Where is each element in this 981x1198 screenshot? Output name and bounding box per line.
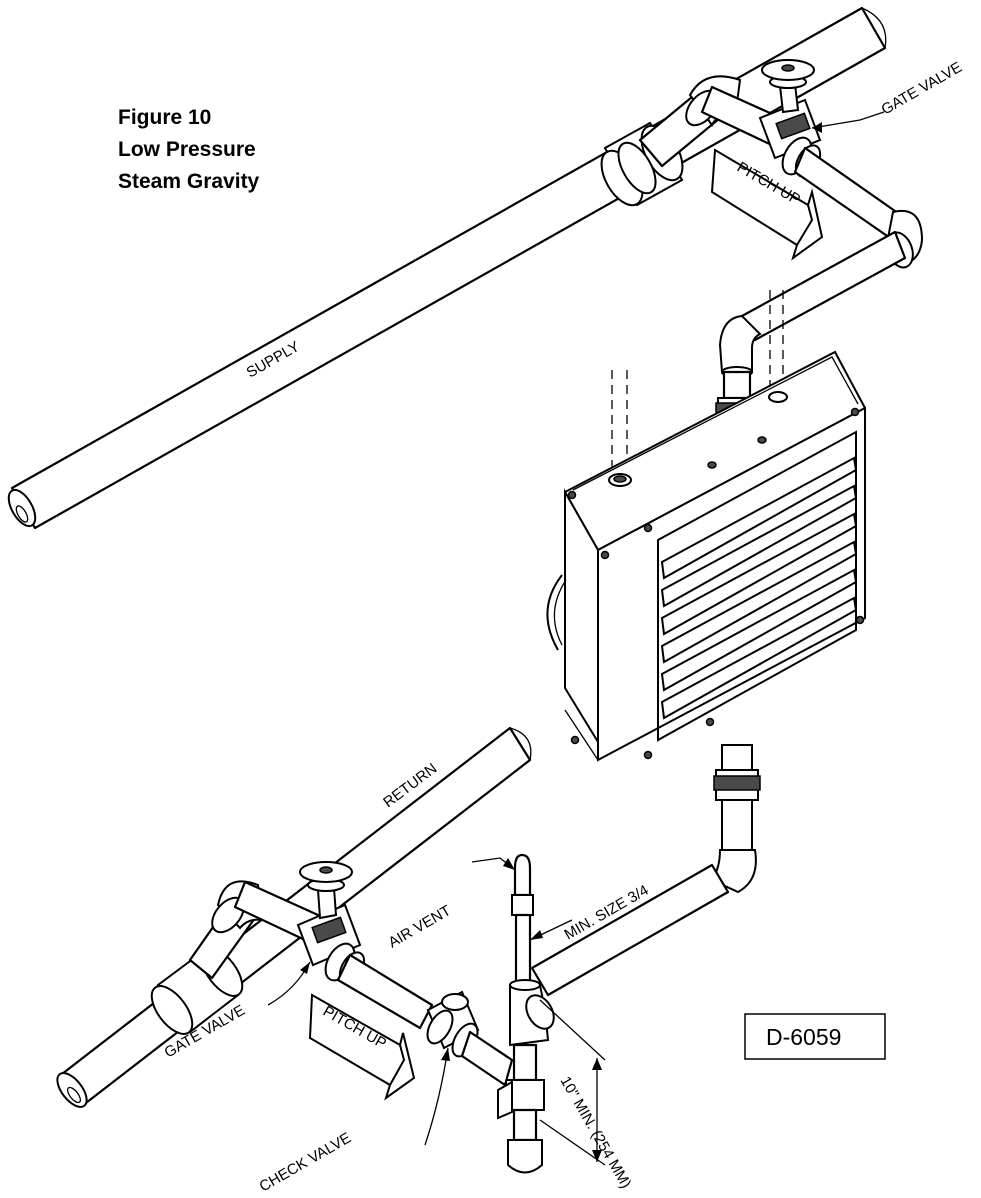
- ten-inch-dimension: [539, 999, 606, 1166]
- check-valve-label: CHECK VALVE: [257, 1129, 355, 1195]
- drip-side-outlet: [497, 1080, 513, 1120]
- air-vent-arrowhead: [503, 858, 515, 870]
- gate-valve-top-arrowhead: [812, 122, 822, 133]
- figure-title-line-3: Steam Gravity: [118, 170, 260, 193]
- heater-inlet-nipple: [722, 370, 752, 400]
- return-pitch-pipe: [336, 953, 434, 1030]
- figure-title-line-2: Low Pressure: [118, 138, 256, 161]
- supply-return-run-pipe: [740, 230, 907, 342]
- return-diagonal-pipe: [530, 863, 730, 997]
- ten-min-label: 10" MIN. (254 MM): [557, 1074, 635, 1192]
- drawing-id: D-6059: [766, 1024, 841, 1050]
- air-vent-riser: [511, 853, 534, 987]
- gate-valve-bottom-arrowhead: [300, 962, 310, 974]
- return-tee: [509, 979, 555, 1047]
- air-vent-label: AIR VENT: [386, 902, 454, 951]
- heater-louvers: [660, 456, 858, 720]
- heater-outlet-union: [713, 744, 761, 851]
- figure-title: Figure 10 Low Pressure Steam Gravity: [118, 106, 260, 193]
- gate-valve-top-label: GATE VALVE: [879, 59, 965, 119]
- unit-heater: [546, 350, 867, 762]
- figure-title-line-1: Figure 10: [118, 106, 211, 129]
- supply-tee-fitting: [600, 121, 684, 207]
- min-size-arrowhead: [530, 930, 543, 940]
- check-valve-leader: [424, 1047, 449, 1146]
- check-valve-arrowhead: [441, 1048, 450, 1061]
- drip-leg: [505, 1043, 545, 1174]
- gate-valve-top-leader: [811, 111, 885, 129]
- drawing-id-box: D-6059: [744, 1013, 886, 1060]
- check-to-tee-pipe: [460, 1030, 514, 1087]
